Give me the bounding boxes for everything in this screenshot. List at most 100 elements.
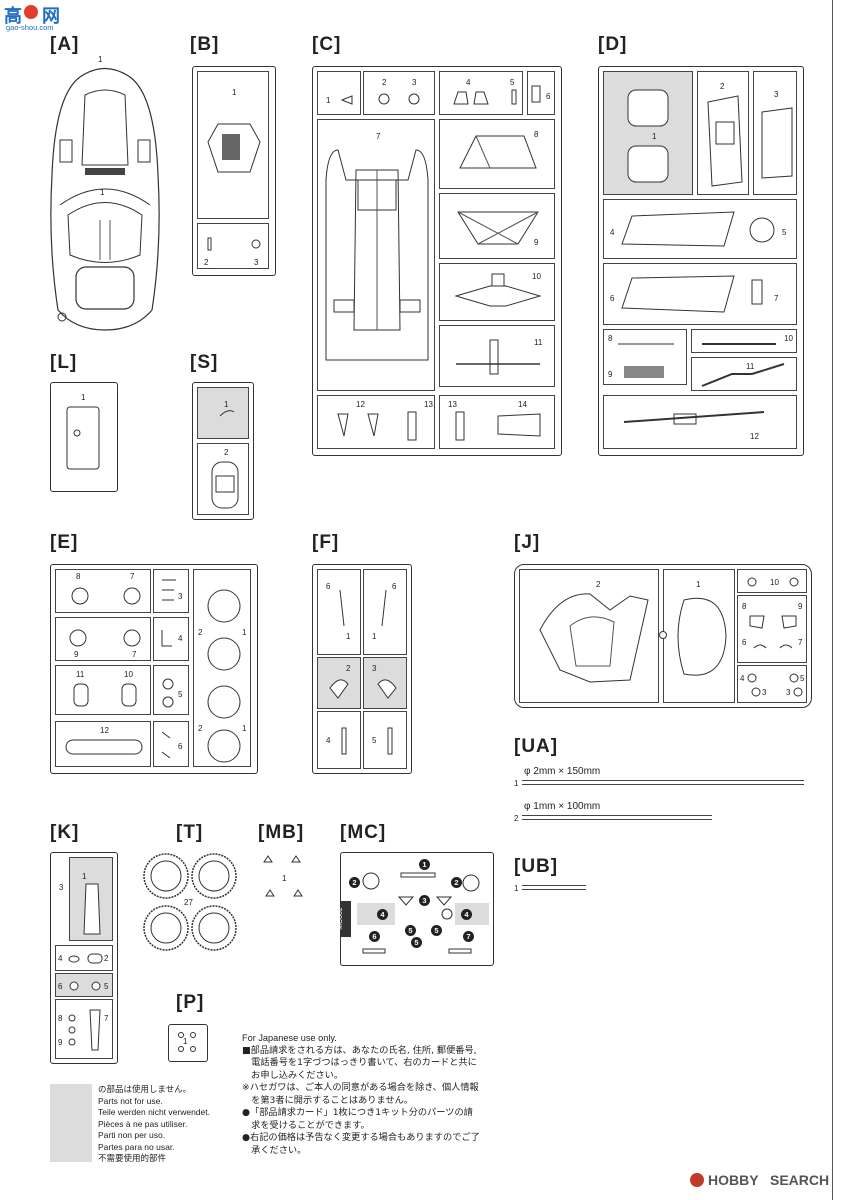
sprue-cell-unused: 3 xyxy=(363,657,407,709)
part-number: 1 xyxy=(326,96,331,105)
part-number: 1 xyxy=(419,859,430,870)
part-number: 2 xyxy=(596,580,601,589)
sprue-cell: 1 xyxy=(197,71,269,219)
part-number: 2 xyxy=(198,628,203,637)
sprue-cell: 7 xyxy=(317,119,435,391)
notes-line: ●「部品請求カード」1枚につき1キット分のパーツの請 xyxy=(242,1107,473,1118)
sprue-cell: 3 xyxy=(753,71,797,195)
part-number: 7 xyxy=(130,572,135,581)
part-number: 5 xyxy=(411,937,422,948)
sprue-gate xyxy=(659,631,667,639)
tire-set-t: 27 xyxy=(140,852,240,956)
section-l-label: [L] xyxy=(50,352,78,373)
legend-line: Parti non per uso. xyxy=(98,1130,166,1140)
part-number: 1 xyxy=(82,872,87,881)
part-number: 8 xyxy=(534,130,539,139)
part-number: 1 xyxy=(224,400,229,409)
part-number: 12 xyxy=(356,400,365,409)
notes-line: を第3者に開示することはありません。 xyxy=(242,1094,413,1106)
sprue-cell: 6 1 xyxy=(363,569,407,655)
notes-line: 電話番号を1字づつはっきり書いて、右のカードと共に xyxy=(242,1057,477,1068)
part-number: 6 xyxy=(546,92,551,101)
sprue-cell: 10 xyxy=(691,329,797,353)
tire-drawing xyxy=(143,853,237,951)
part-number: 13 xyxy=(448,400,457,409)
part-number: 6 xyxy=(178,742,183,751)
part-number: 4 xyxy=(326,736,331,745)
japanese-notes: For Japanese use only. ■部品請求をされる方は、あなたの氏… xyxy=(242,1032,532,1157)
part-number: 5 xyxy=(104,982,109,991)
part-number: 1 xyxy=(282,874,287,883)
part-number: 10 xyxy=(124,670,133,679)
sprue-cell: 12 13 xyxy=(317,395,435,449)
sprue-cell: 4 5 xyxy=(439,71,523,115)
sprue-cell: 4 xyxy=(153,617,189,661)
part-number: 7 xyxy=(774,294,779,303)
part-number: 4 xyxy=(178,634,183,643)
sprue-cell-unused: 1 xyxy=(603,71,693,195)
sprue-d: 1 2 3 4 5 6 7 8 9 10 xyxy=(598,66,804,456)
part-number: 2 xyxy=(451,877,462,888)
part-number: 7 xyxy=(104,1014,109,1023)
unused-parts-swatch xyxy=(50,1084,92,1162)
grille-part xyxy=(207,123,261,173)
notes-line: ■部品請求をされる方は、あなたの氏名, 住所, 郵便番号, xyxy=(242,1044,477,1056)
page-edge-line xyxy=(832,0,833,1200)
part-number: 11 xyxy=(76,670,85,679)
sprue-cell: 12 xyxy=(603,395,797,449)
tire-part-number: 27 xyxy=(184,898,193,907)
section-t-label: [T] xyxy=(176,822,204,843)
section-b-label: [B] xyxy=(190,34,220,55)
part-number: 5 xyxy=(405,925,416,936)
notes-line: ※ハセガワは、ご本人の同意がある場合を除き、個人情報 xyxy=(242,1082,479,1093)
watermark-char-1: 高 xyxy=(4,6,22,26)
part-number: 6 xyxy=(742,638,747,647)
part-number: 9 xyxy=(798,602,803,611)
plastic-rod xyxy=(522,780,804,785)
part-number: 1 xyxy=(98,55,103,64)
part-number: 4 xyxy=(58,954,63,963)
sprue-cell: 6 xyxy=(527,71,555,115)
sprue-cell: 8 xyxy=(439,119,555,189)
notes-line: 承ください。 xyxy=(242,1144,307,1156)
part-number: 1 xyxy=(346,632,351,641)
legend-line: の部品は使用しません。 xyxy=(98,1084,192,1094)
unused-parts-legend: の部品は使用しません。 Parts not for use. Teile wer… xyxy=(98,1084,238,1165)
part-number: 9 xyxy=(608,370,613,379)
section-mc-label: [MC] xyxy=(340,822,387,843)
legend-line: Pièces à ne pas utiliser. xyxy=(98,1118,188,1129)
sprue-cell-unused: 2 xyxy=(317,657,361,709)
part-number: 4 xyxy=(466,78,471,87)
sprue-cell: 11 xyxy=(691,357,797,391)
part-number: 1 xyxy=(81,393,86,402)
rod-spec: φ 2mm × 150mm xyxy=(524,766,601,777)
part-number: 14 xyxy=(518,400,527,409)
sprue-cell: 5 xyxy=(153,665,189,715)
section-d-label: [D] xyxy=(598,34,628,55)
part-number: 10 xyxy=(770,578,779,587)
sprue-cell: 4 xyxy=(317,711,361,769)
sprue-cell: 6 xyxy=(153,721,189,767)
rod-number: 1 xyxy=(514,884,519,893)
rod-spec: φ 1mm × 100mm xyxy=(524,801,601,812)
body-part-a: 1 1 xyxy=(40,55,170,335)
part-number: 12 xyxy=(100,726,109,735)
part-number: 1 xyxy=(100,188,105,197)
logo-mark-icon xyxy=(690,1173,704,1187)
sprue-cell: 3 xyxy=(153,569,189,613)
part-number: 5 xyxy=(372,736,377,745)
car-body-drawing xyxy=(50,67,160,331)
part-number: 8 xyxy=(76,572,81,581)
sprue-cell-unused: 6 5 xyxy=(55,973,113,997)
sprue-cell: 6 1 xyxy=(317,569,361,655)
section-j-label: [J] xyxy=(514,532,541,553)
section-k-label: [K] xyxy=(50,822,80,843)
watermark-ball-icon xyxy=(24,5,38,19)
sprue-cell: 11 10 xyxy=(55,665,151,715)
rod-number: 1 xyxy=(514,779,519,788)
brand-left: HOBBY xyxy=(708,1172,759,1188)
section-c-label: [C] xyxy=(312,34,342,55)
part-number: 12 xyxy=(750,432,759,441)
part-number: 6 xyxy=(58,982,63,991)
sprue-cell: 1 xyxy=(663,569,735,703)
